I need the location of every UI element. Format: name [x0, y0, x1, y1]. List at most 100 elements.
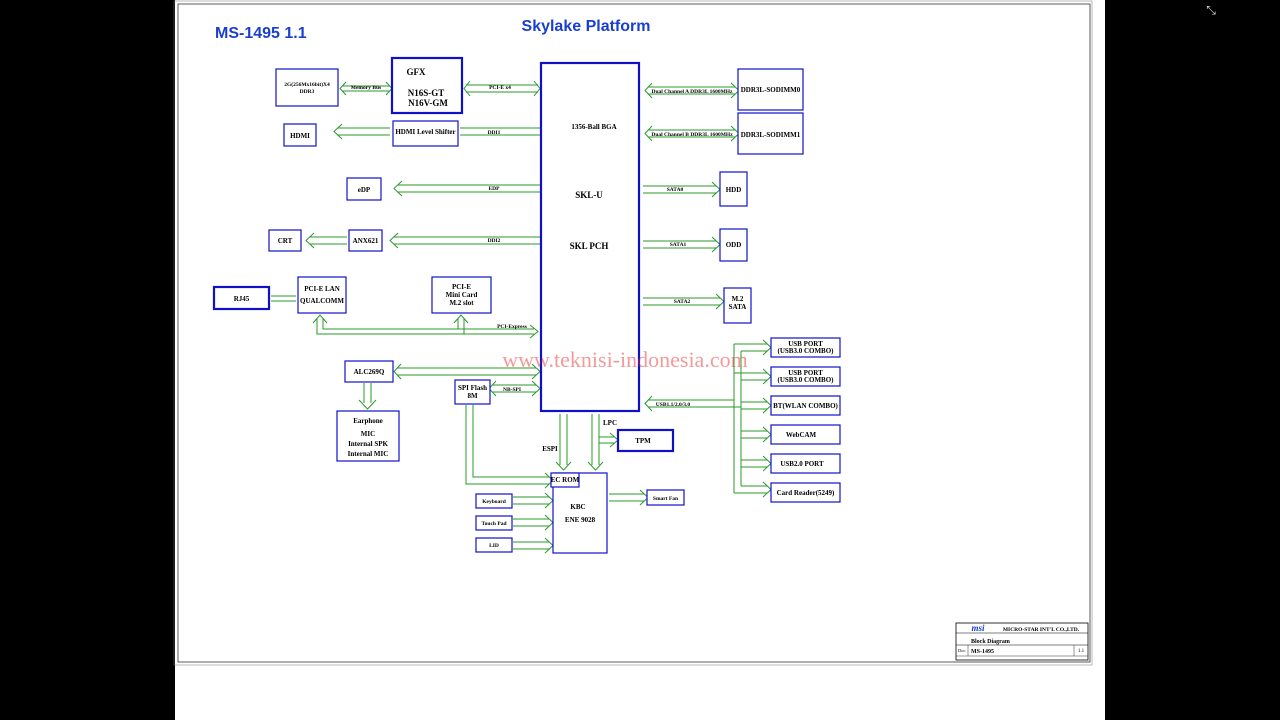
touchpad-block: Touch Pad [475, 515, 513, 531]
rj45-arrow [271, 295, 296, 302]
svg-text:HDMI: HDMI [290, 132, 310, 140]
hdmi-connector-block: HDMI [283, 123, 317, 147]
svg-text:Card Reader(5249): Card Reader(5249) [777, 489, 835, 497]
svg-text:2G(256Mx16bit)X4: 2G(256Mx16bit)X4 [284, 81, 330, 88]
minicard-block: PCI-E Mini Card M.2 slot [431, 276, 492, 314]
hdmi-arrow [338, 127, 390, 136]
espi-arrow [559, 414, 568, 465]
dimm-b-label: Dual Channel B DDR3L 1600MHz [651, 132, 733, 138]
dimm-a-label: Dual Channel A DDR3L 1600MHz [652, 89, 734, 95]
svg-text:N16V-GM: N16V-GM [408, 98, 448, 108]
svg-text:ODD: ODD [726, 241, 742, 249]
svg-text:EC ROM: EC ROM [551, 476, 580, 484]
cpu-block: 1356-Ball BGA SKL-U SKL PCH [539, 61, 641, 413]
sata1-arrow [643, 240, 716, 249]
svg-text:USB2.0 PORT: USB2.0 PORT [780, 460, 824, 468]
spi-ec-arrow [465, 405, 549, 485]
smart-fan-block: Smart Fan [646, 489, 685, 506]
kbc-input-arrows [513, 496, 549, 550]
lpc-arrow [591, 414, 600, 465]
tpm-arrow [599, 436, 614, 444]
svg-text:Smart Fan: Smart Fan [653, 496, 678, 502]
lid-block: LID [475, 537, 513, 553]
edp-arrow [398, 184, 540, 193]
dimm-b-arrow [648, 129, 735, 138]
svg-text:SPI Flash: SPI Flash [458, 384, 487, 392]
svg-text:(USB3.0 COMBO): (USB3.0 COMBO) [778, 347, 835, 355]
svg-text:Internal MIC: Internal MIC [348, 450, 389, 458]
svg-text:Mini Card: Mini Card [446, 291, 478, 299]
anx621-block: ANX621 [348, 229, 383, 252]
ddi2-label: DDI2 [488, 238, 501, 244]
sata2-arrow [643, 297, 720, 306]
bus-labels: Memory Bus PCI-E x4 DDI1 EDP DDI2 PCI-Ex… [351, 85, 733, 453]
board-title: MS-1495 1.1 [215, 25, 307, 42]
svg-text:TPM: TPM [635, 437, 651, 445]
alc269q-block: ALC269Q [344, 360, 394, 383]
edp-label: EDP [489, 186, 501, 192]
model-number: MS-1495 [971, 649, 994, 655]
svg-text:8M: 8M [467, 392, 478, 400]
audio-block: Earphone MIC Internal SPK Internal MIC [336, 410, 400, 462]
ddi1-label: DDI1 [488, 130, 501, 136]
usb2-port-block: USB2.0 PORT [770, 453, 841, 474]
svg-text:CRT: CRT [278, 237, 293, 245]
svg-text:WebCAM: WebCAM [786, 431, 817, 439]
sheet-outer-frame [173, 0, 1093, 666]
svg-text:RJ45: RJ45 [234, 295, 250, 303]
svg-text:GFX: GFX [407, 67, 426, 77]
svg-text:PCI-E: PCI-E [452, 283, 471, 291]
svg-text:M.2 slot: M.2 slot [449, 299, 474, 307]
svg-text:N16S-GT: N16S-GT [408, 88, 445, 98]
crt-arrow [310, 236, 347, 245]
fan-arrow [609, 493, 644, 502]
edp-block: eDP [346, 177, 382, 201]
svg-text:KBC: KBC [570, 503, 585, 511]
vram-block: 2G(256Mx16bit)X4 DDR3 [275, 68, 339, 107]
pcie-x4-arrow [466, 84, 538, 93]
lan-block: PCI-E LAN QUALCOMM [297, 276, 347, 314]
svg-text:ALC269Q: ALC269Q [354, 368, 385, 376]
sata1-label: SATA1 [670, 242, 687, 248]
title-block: msi MICRO-STAR INT'L CO.,LTD. Block Diag… [955, 622, 1089, 661]
card-reader-block: Card Reader(5249) [770, 482, 841, 503]
svg-text:(USB3.0 COMBO): (USB3.0 COMBO) [778, 376, 835, 384]
sata2-label: SATA2 [674, 299, 691, 305]
sheet-title: Block Diagram [971, 639, 1010, 645]
svg-text:LID: LID [489, 543, 499, 549]
webcam-block: WebCAM [770, 424, 841, 445]
bus-arrows [271, 80, 772, 554]
odd-block: ODD [719, 228, 748, 262]
svg-text:Internal SPK: Internal SPK [348, 440, 388, 448]
svg-text:1356-Ball BGA: 1356-Ball BGA [571, 123, 616, 131]
svg-text:M.2: M.2 [732, 295, 744, 303]
memory-bus-label: Memory Bus [351, 85, 381, 91]
hdmi-shifter-block: HDMI Level Shifter [392, 120, 459, 147]
usb-label: USB1.1/2.0/3.0 [656, 402, 691, 408]
sata0-arrow [643, 185, 716, 194]
lpc-label: LPC [603, 419, 617, 427]
ddi1-arrow [460, 127, 540, 136]
dimm-a-arrow [648, 86, 735, 95]
msi-logo: msi [971, 623, 985, 633]
rj45-block: RJ45 [212, 285, 271, 311]
svg-text:SATA: SATA [729, 303, 747, 311]
ddi2-arrow [394, 236, 540, 245]
kbc-block: EC ROM KBC ENE 9028 [550, 472, 608, 554]
sodimm0-block: DDR3L-SODIMM0 [737, 68, 804, 111]
svg-text:QUALCOMM: QUALCOMM [300, 297, 344, 305]
watermark: www.teknisi-indonesia.com [502, 347, 747, 372]
collapse-icon[interactable]: ⤡ [1206, 3, 1216, 17]
bt-block: BT(WLAN COMBO) [770, 395, 841, 416]
svg-text:DDR3L-SODIMM1: DDR3L-SODIMM1 [741, 131, 801, 139]
svg-text:MIC: MIC [361, 430, 375, 438]
pci-express-arrow [316, 318, 534, 335]
doc-label: Doc [958, 648, 966, 653]
usb-bus-arrow [648, 344, 742, 493]
svg-text:PCI-E LAN: PCI-E LAN [304, 285, 340, 293]
svg-text:DDR3L-SODIMM0: DDR3L-SODIMM0 [741, 86, 801, 94]
company-name: MICRO-STAR INT'L CO.,LTD. [1003, 627, 1080, 633]
audio-out-arrow [363, 383, 372, 403]
revision: 1.1 [1078, 649, 1085, 654]
